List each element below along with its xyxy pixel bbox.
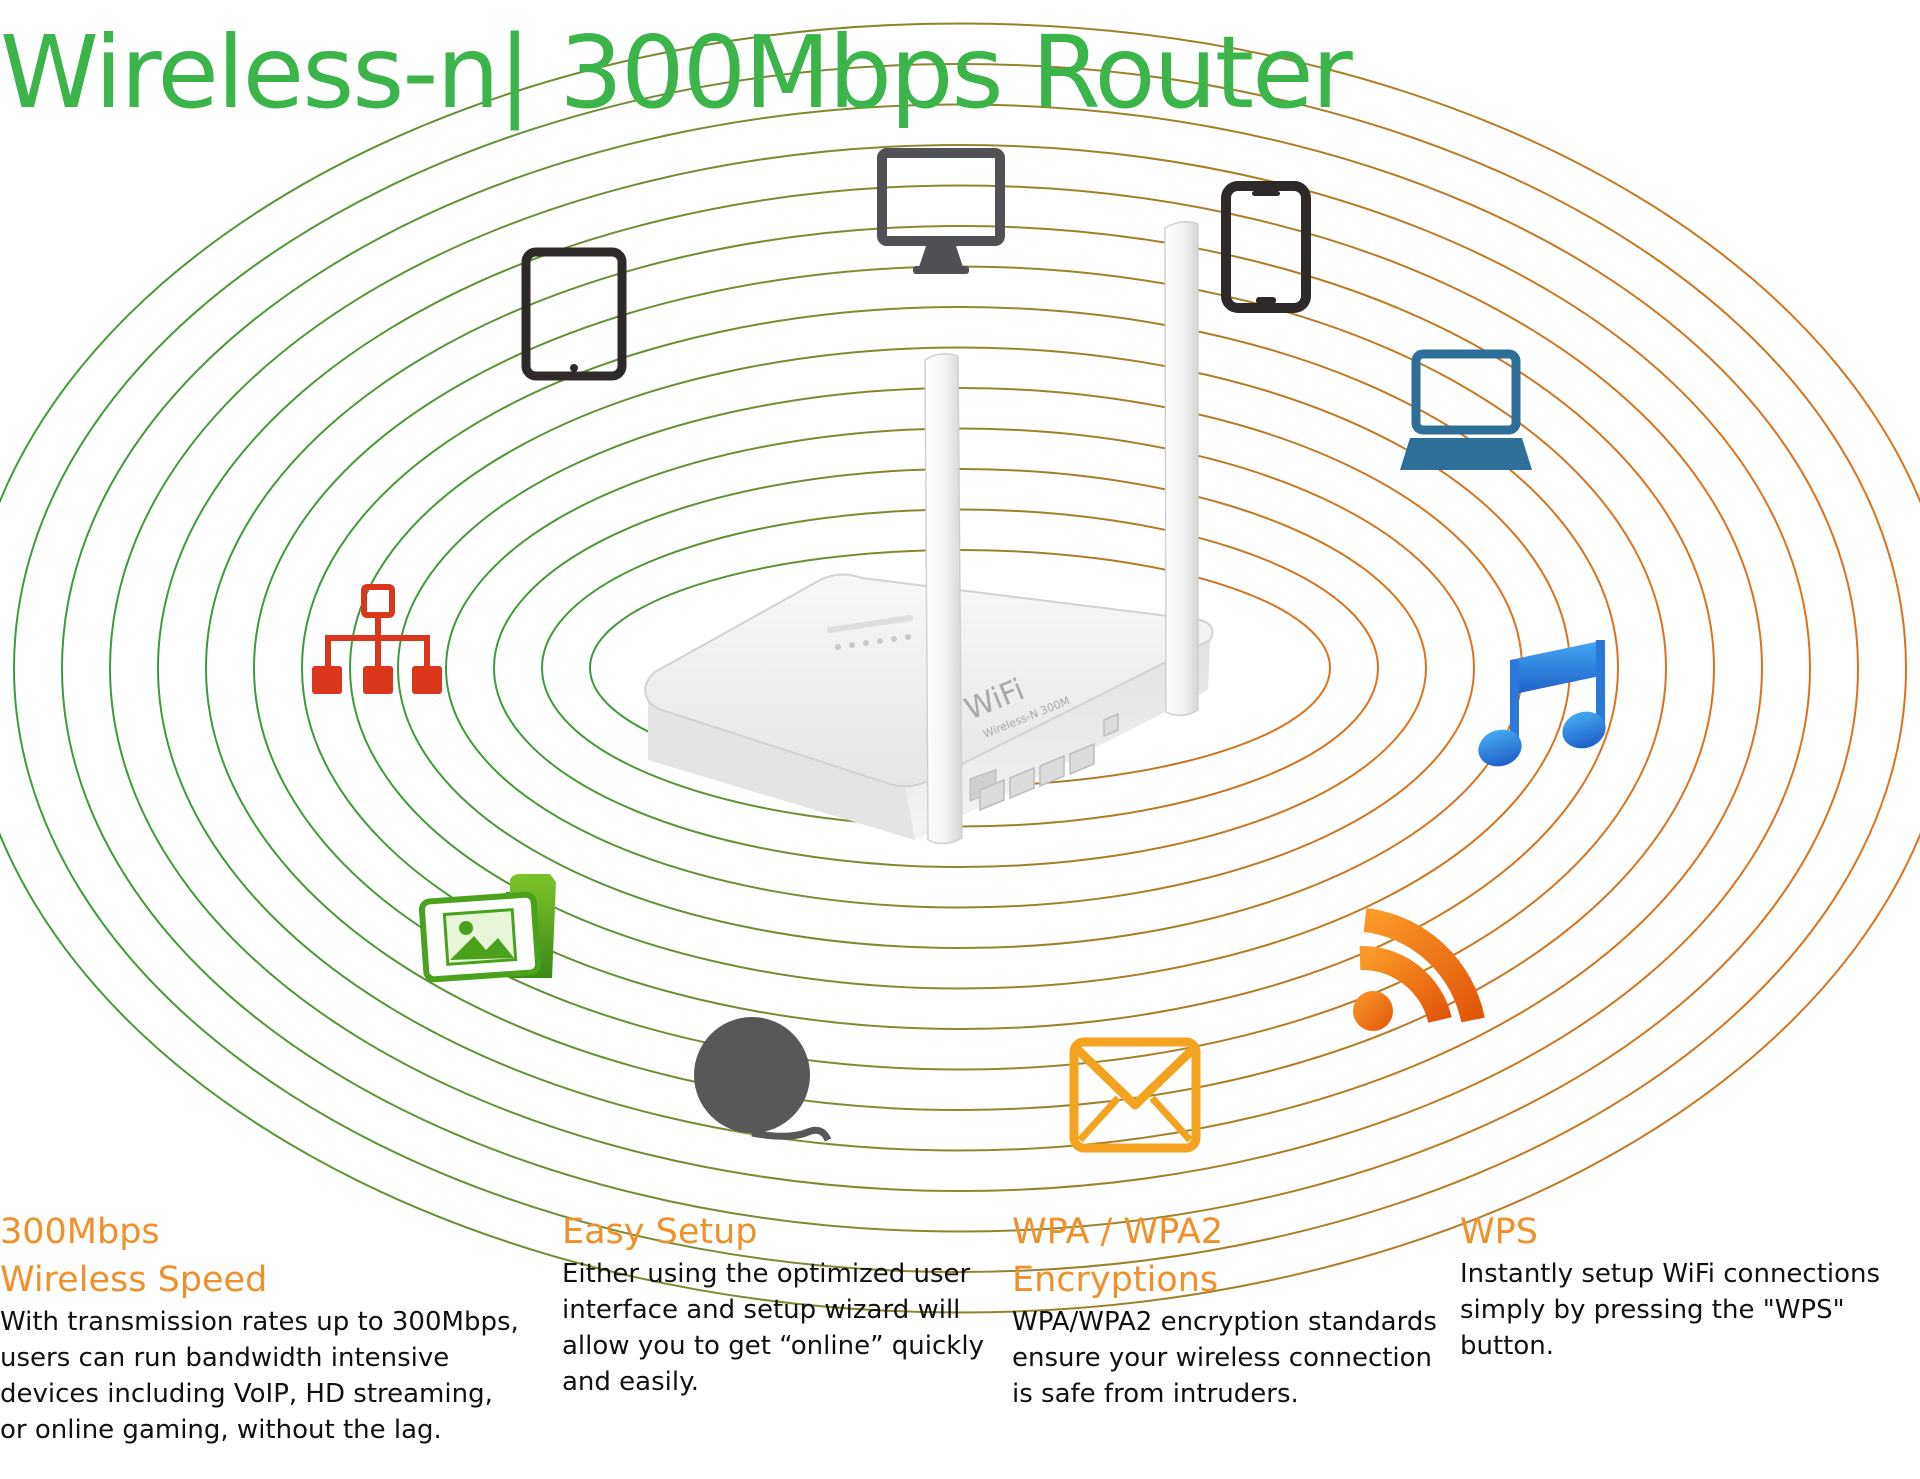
router-image: WiFi Wireless-N 300M	[644, 221, 1214, 845]
feature-heading: 300Mbps Wireless Speed	[0, 1212, 268, 1300]
signal-ring	[61, 103, 1859, 1233]
feature-description: Either using the optimized user interfac…	[562, 1259, 984, 1397]
feature-encryption: WPA / WPA2 Encryptions WPA/WPA2 encrypti…	[1012, 1208, 1452, 1412]
signal-ring	[109, 144, 1811, 1192]
mail-envelope-icon	[1069, 1037, 1201, 1153]
laptop-icon	[1400, 349, 1532, 470]
feature-easy-setup: Easy Setup Either using the optimized us…	[562, 1208, 1022, 1400]
tablet-icon	[521, 247, 627, 381]
network-hierarchy-icon	[312, 584, 442, 694]
feature-description: With transmission rates up to 300Mbps, u…	[0, 1307, 519, 1445]
monitor-icon	[877, 148, 1005, 274]
page-title: Wireless-n| 300Mbps Router	[0, 14, 1353, 131]
signal-ring	[445, 427, 1475, 909]
feature-description: Instantly setup WiFi connections simply …	[1460, 1259, 1881, 1361]
film-reel-icon	[694, 1017, 832, 1142]
signal-ring	[493, 468, 1427, 868]
signal-ring	[301, 306, 1619, 1030]
feature-heading: Easy Setup	[562, 1212, 758, 1252]
signal-ring	[0, 22, 1920, 1314]
feature-wps: WPS Instantly setup WiFi connections sim…	[1460, 1208, 1920, 1364]
image-folder-icon	[418, 874, 556, 983]
rss-feed-icon	[1353, 908, 1485, 1031]
feature-heading: WPA / WPA2 Encryptions	[1012, 1212, 1224, 1300]
feature-wireless-speed: 300Mbps Wireless Speed With transmission…	[0, 1208, 540, 1448]
signal-ring	[13, 63, 1907, 1273]
signal-ring	[205, 225, 1715, 1111]
feature-description: WPA/WPA2 encryption standards ensure you…	[1012, 1307, 1437, 1409]
feature-heading: WPS	[1460, 1212, 1538, 1252]
music-note-icon	[1478, 640, 1606, 767]
smartphone-icon	[1221, 181, 1311, 313]
signal-ring	[157, 184, 1763, 1152]
